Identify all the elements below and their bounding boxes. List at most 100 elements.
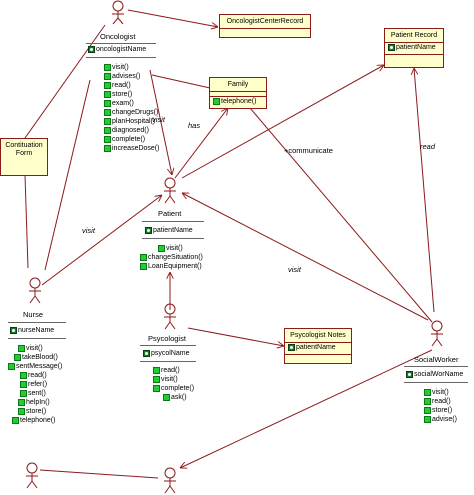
nurse-name: Nurse <box>23 310 44 319</box>
attribute-row: patientName <box>385 43 443 52</box>
psycologist-actor-figure[interactable] <box>164 303 176 330</box>
operation-row: ask() <box>153 393 194 402</box>
operation-row: store() <box>8 407 62 416</box>
label-communicate: +communicate <box>284 146 333 155</box>
operation-row: exam() <box>104 99 159 108</box>
operation-row: visit() <box>104 63 159 72</box>
operation-row: advise() <box>424 415 457 424</box>
operation-row: visit() <box>424 388 457 397</box>
operation-icon <box>424 407 431 414</box>
operation-icon <box>20 381 27 388</box>
operation-row: telephone() <box>210 97 266 106</box>
class-contituationform[interactable]: Contituation Form <box>0 138 48 176</box>
operation-row: LoanEquipment() <box>140 262 203 271</box>
operation-icon <box>213 97 220 105</box>
oncologist-name: Oncologist <box>100 32 136 41</box>
assoc-nurse-patient <box>41 195 162 286</box>
nurse-actor-figure[interactable] <box>29 277 41 304</box>
class-name: Patient Record <box>390 32 438 39</box>
nurse-attributes: nurseName <box>10 326 54 335</box>
assoc-nurse-contituationform <box>24 174 29 269</box>
class-name: Family <box>227 81 249 88</box>
operation-row: visit() <box>8 344 62 353</box>
socialworker-name: SocialWorker <box>414 355 459 364</box>
assoc-oncologist-patient <box>149 69 172 175</box>
operation-icon <box>12 417 19 424</box>
operation-icon <box>104 73 111 80</box>
operation-icon <box>424 389 431 396</box>
attribute-icon <box>88 46 95 53</box>
operation-row: visit() <box>153 375 194 384</box>
operation-icon <box>158 245 165 252</box>
operation-row: helpIn() <box>8 398 62 407</box>
oncologist-operations: visit() advises() read() store() exam() … <box>104 63 159 153</box>
operation-row: planHospital() <box>104 117 159 126</box>
operation-icon <box>104 136 111 143</box>
operation-icon <box>104 82 111 89</box>
attribute-row: psycolName <box>143 349 190 358</box>
operation-icon <box>153 376 160 383</box>
patient-attributes: patientName <box>145 226 193 235</box>
operation-row: diagnosed() <box>104 126 159 135</box>
attribute-icon <box>143 350 150 357</box>
operation-row: changeDrugs() <box>104 108 159 117</box>
operation-icon <box>104 64 111 71</box>
operation-row: takeBlood() <box>8 353 62 362</box>
assoc-family-socialworker <box>249 107 433 323</box>
operation-icon <box>14 354 21 361</box>
operation-row: read() <box>104 81 159 90</box>
class-patientrecord[interactable]: Patient Record patientName <box>384 28 444 68</box>
assoc-oncologist-centerrecord <box>127 9 218 27</box>
class-family[interactable]: Family telephone() <box>209 77 267 109</box>
operation-icon <box>163 394 170 401</box>
operation-row: sentMessage() <box>8 362 62 371</box>
socialworker-operations: visit() read() store() advise() <box>424 388 457 424</box>
attribute-icon <box>288 343 295 351</box>
socialworker-attributes: socialWorName <box>406 370 463 379</box>
operation-icon <box>153 367 160 374</box>
operation-icon <box>104 109 111 116</box>
label-visit-nurse-patient: visit <box>82 226 95 235</box>
operation-row: read() <box>424 397 457 406</box>
attribute-icon <box>10 327 17 334</box>
patient-actor-figure[interactable] <box>164 177 176 204</box>
operation-icon <box>104 91 111 98</box>
operation-icon <box>153 385 160 392</box>
psycologist-attributes: psycolName <box>143 349 190 358</box>
operation-icon <box>20 372 27 379</box>
assoc-psycologist-notes <box>187 327 284 346</box>
operation-icon <box>140 254 147 261</box>
operation-icon <box>104 118 111 125</box>
assoc-patient-family <box>174 108 228 179</box>
operation-icon <box>20 390 27 397</box>
operation-row: complete() <box>104 135 159 144</box>
assoc-patient-patientrecord <box>181 65 384 179</box>
operation-icon <box>18 345 25 352</box>
class-name: Psycologist Notes <box>290 332 346 339</box>
psycologist-operations: read() visit() complete() ask() <box>153 366 194 402</box>
assoc-socialworker-patient <box>182 193 429 321</box>
class-psycologistnotes[interactable]: Psycologist Notes patientName <box>284 328 352 364</box>
attribute-icon <box>388 43 395 51</box>
operation-row: refer() <box>8 380 62 389</box>
operation-row: visit() <box>140 244 203 253</box>
operation-icon <box>424 416 431 423</box>
assoc-oncologist-contituationform <box>24 24 106 139</box>
patient-operations: visit() changeSituation() LoanEquipment(… <box>140 244 203 271</box>
nurse-operations: visit() takeBlood() sentMessage() read()… <box>8 344 62 425</box>
class-oncologistcenterrecord[interactable]: OncologistCenterRecord <box>219 14 311 38</box>
attribute-icon <box>145 227 152 234</box>
bottom-left-actor-figure[interactable] <box>26 462 38 489</box>
operation-icon <box>104 145 111 152</box>
assoc-socialworker-patientrecord <box>414 68 435 313</box>
operation-icon <box>104 100 111 107</box>
oncologist-actor-figure[interactable] <box>112 0 124 25</box>
assoc-bottomleft-bottomactor <box>39 469 159 479</box>
attribute-icon <box>406 371 413 378</box>
socialworker-actor-figure[interactable] <box>431 320 443 347</box>
attribute-row: patientName <box>145 226 193 235</box>
label-visit-socialworker-patient: visit <box>288 265 301 274</box>
operation-row: read() <box>8 371 62 380</box>
bottom-center-actor-figure[interactable] <box>164 467 176 494</box>
